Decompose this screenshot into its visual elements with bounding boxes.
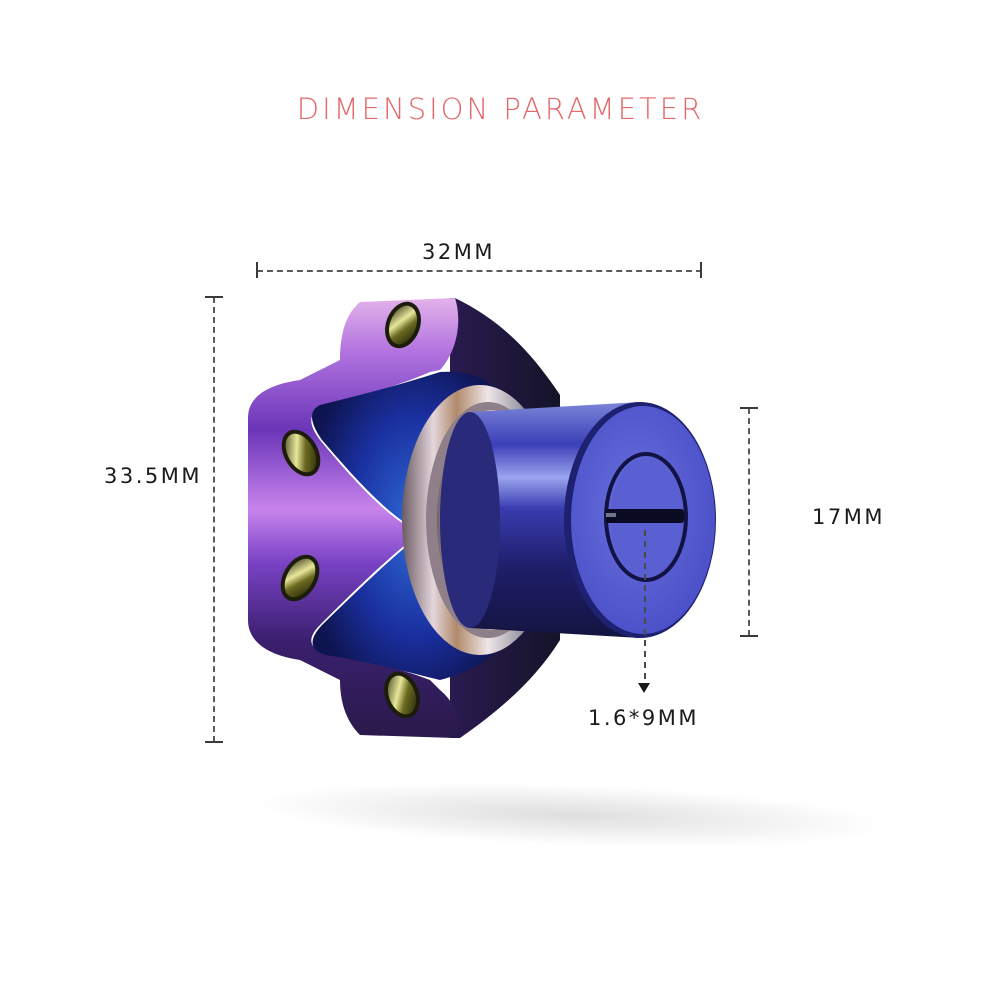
slot-leader-arrow-icon <box>638 683 650 693</box>
diameter-dimension-line <box>748 408 750 636</box>
width-dimension-end-tick <box>700 262 702 278</box>
height-dimension-top-tick <box>205 296 223 298</box>
height-dimension-bottom-tick <box>205 741 223 743</box>
lock-cylinder <box>440 402 716 638</box>
diameter-dimension-label: 17MM <box>812 505 885 529</box>
mounting-holes <box>280 301 421 719</box>
height-dimension-line <box>213 297 215 742</box>
diameter-dimension-bottom-tick <box>740 635 758 637</box>
diameter-dimension-top-tick <box>740 407 758 409</box>
width-dimension-label: 32MM <box>422 240 495 264</box>
height-dimension-label: 33.5MM <box>104 464 202 488</box>
page-title: DIMENSION PARAMETER <box>296 92 705 126</box>
key-slot-dimension-label: 1.6*9MM <box>588 706 699 730</box>
width-dimension-line <box>257 270 702 272</box>
width-dimension-start-tick <box>256 262 258 278</box>
